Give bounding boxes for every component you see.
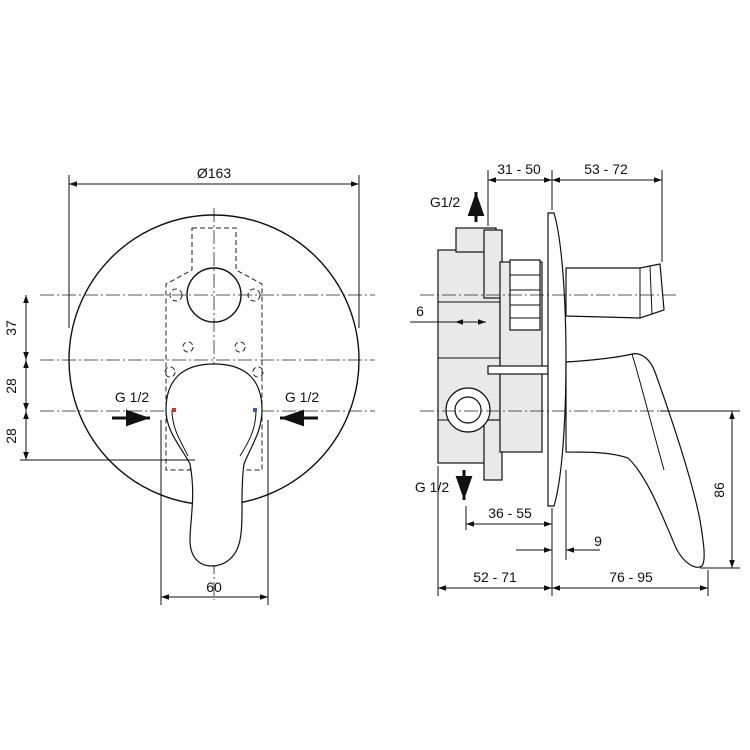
mixer-lever [565, 353, 705, 568]
label-52-71: 52 - 71 [473, 569, 517, 585]
label-6: 6 [416, 303, 424, 319]
label-60: 60 [206, 579, 222, 595]
label-9: 9 [594, 533, 602, 549]
top-bracket [483, 229, 503, 299]
handle-edge-left [171, 409, 189, 457]
screw-boss-lower-right [252, 366, 264, 378]
label-inlet-right: G 1/2 [285, 389, 319, 405]
label-top-outlet: G1/2 [430, 194, 461, 210]
front-view: Ø163 37 28 28 60 G 1/2 G 1/2 [3, 165, 375, 605]
label-36-55: 36 - 55 [488, 505, 532, 521]
hot-marker [172, 408, 176, 412]
mount-hole-left [169, 288, 183, 302]
label-37: 37 [3, 320, 19, 336]
bottom-bracket [483, 419, 503, 481]
diverter-opening [186, 267, 242, 323]
cold-marker [253, 408, 257, 412]
diverter-knob [565, 263, 665, 319]
screw-boss-right [234, 341, 246, 353]
label-76-95: 76 - 95 [609, 569, 653, 585]
cover-plate-side [547, 212, 567, 507]
label-86: 86 [711, 482, 727, 498]
knob-edge-2 [649, 265, 653, 315]
inlet-port-inner [454, 396, 482, 424]
label-31-50: 31 - 50 [497, 161, 541, 177]
screw-boss-left [182, 341, 194, 353]
side-view: G1/2 G 1/2 31 - 50 53 - 72 6 36 - 55 9 8… [410, 161, 740, 596]
label-28-top: 28 [3, 378, 19, 394]
lever-crease [631, 353, 665, 471]
threaded-rod [487, 365, 549, 375]
label-diameter: Ø163 [197, 165, 231, 181]
screw-boss-lower-left [164, 366, 176, 378]
label-inlet-left: G 1/2 [115, 389, 149, 405]
mount-hole-right [247, 288, 261, 302]
mixer-handle [165, 363, 263, 567]
label-28-bottom: 28 [3, 428, 19, 444]
label-53-72: 53 - 72 [584, 161, 628, 177]
label-bottom-outlet: G 1/2 [415, 479, 449, 495]
handle-edge-right [239, 409, 257, 457]
